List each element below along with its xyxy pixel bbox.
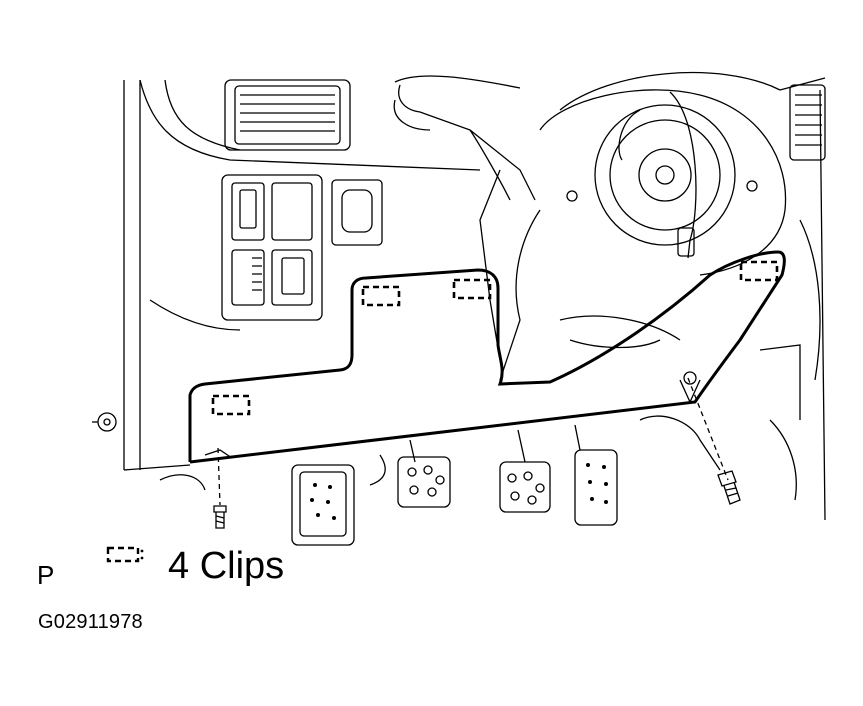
right-air-vent (789, 84, 826, 161)
steering-column-assembly (479, 89, 787, 381)
dashboard-outline (123, 71, 826, 521)
figure-code: G02911978 (38, 611, 143, 633)
accelerator-pedal (574, 424, 618, 526)
view-letter: P (37, 560, 55, 590)
right-screw (683, 371, 741, 505)
clip-4 (739, 260, 779, 282)
left-screw (213, 447, 227, 529)
pedals (291, 424, 618, 546)
clip-markers (211, 260, 779, 416)
brake-pedal (499, 429, 551, 513)
clip-1 (361, 285, 401, 307)
clutch-pedal (397, 439, 451, 508)
left-knob (92, 412, 117, 432)
clip-symbol-icon (106, 546, 144, 563)
lower-details (159, 344, 801, 501)
switch-panel (221, 174, 383, 321)
dashboard-lower-panel-diagram (92, 71, 826, 546)
lower-instrument-panel (188, 250, 786, 464)
clip-2 (452, 278, 492, 300)
center-air-vent (224, 79, 351, 151)
clip-3 (211, 394, 251, 416)
foot-rest-pedal (291, 464, 355, 546)
clip-legend-text: 4 Clips (168, 545, 285, 587)
combination-switch-lever (393, 84, 536, 201)
